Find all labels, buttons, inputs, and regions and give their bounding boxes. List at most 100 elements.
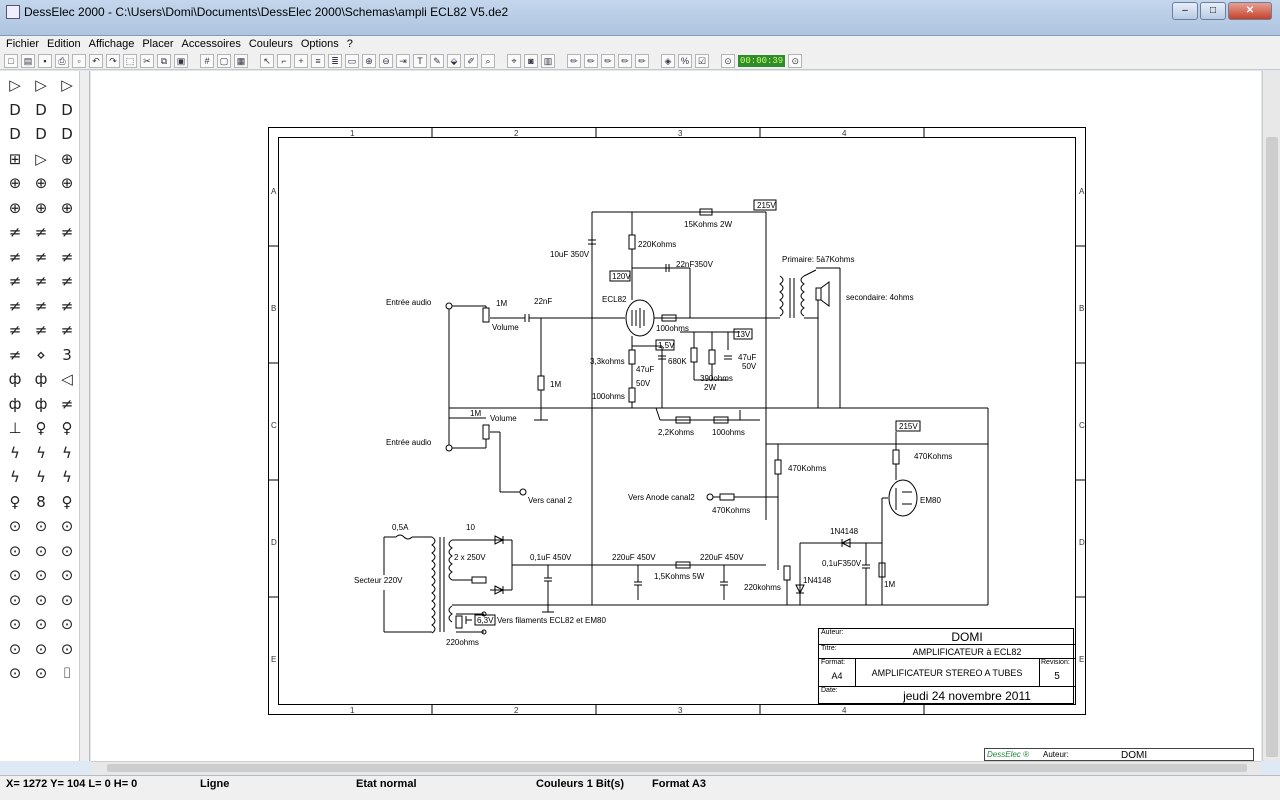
palette-symbol-icon[interactable]: ϟ [62,443,72,462]
palette-symbol-icon[interactable]: ⊙ [8,615,22,633]
palette-symbol-icon[interactable]: ♀ [61,492,73,511]
palette-symbol-icon[interactable]: ⊙ [8,664,22,682]
palette-symbol-icon[interactable]: ф [34,370,48,388]
rect-tool-icon[interactable]: ▭ [345,53,359,68]
palette-symbol-icon[interactable]: ≠ [8,296,22,315]
palette-symbol-icon[interactable]: ϟ [36,443,46,462]
palette-symbol-icon[interactable]: ф [8,394,22,413]
menu-accessoires[interactable]: Accessoires [181,38,241,50]
palette-symbol-icon[interactable]: ф [34,394,48,413]
horizontal-scroll-thumb[interactable] [107,764,1247,772]
palette-symbol-icon[interactable]: ▷ [35,149,47,168]
text-tool-icon[interactable]: T [413,53,427,68]
palette-symbol-icon[interactable]: ≠ [60,223,74,241]
palette-symbol-icon[interactable]: ≠ [8,247,22,266]
palette-symbol-icon[interactable]: ⋄ [36,345,46,364]
palette-symbol-icon[interactable]: ≠ [60,272,74,290]
vertical-scroll-thumb[interactable] [1266,137,1278,757]
palette-symbol-icon[interactable]: ⊥ [8,419,22,437]
palette-symbol-icon[interactable]: ⊙ [8,590,22,609]
palette-symbol-icon[interactable]: ϟ [62,468,72,486]
palette-symbol-icon[interactable]: ♀ [35,419,47,437]
palette-symbol-icon[interactable]: D [35,100,47,119]
pointer-icon[interactable]: ↖ [260,53,274,68]
maximize-button[interactable]: □ [1200,2,1226,20]
palette-symbol-icon[interactable]: ⊙ [34,590,48,609]
palette-symbol-icon[interactable]: ▷ [9,76,21,94]
palette-symbol-icon[interactable]: ⊙ [60,639,74,658]
palette-symbol-icon[interactable]: ⊙ [60,517,74,535]
palette-symbol-icon[interactable]: ◁ [61,370,73,388]
palette-symbol-icon[interactable]: ⊕ [60,149,74,168]
palette-symbol-icon[interactable]: ≠ [8,321,22,339]
minimize-button[interactable]: – [1172,2,1198,20]
palette-symbol-icon[interactable]: ⊕ [34,198,48,217]
palette-symbol-icon[interactable]: ≠ [8,345,22,364]
timer-stop-icon[interactable]: ⊙ [788,53,803,68]
palette-symbol-icon[interactable]: ⊙ [60,615,74,633]
palette-symbol-icon[interactable]: ≠ [60,394,74,413]
new-file-icon[interactable]: □ [4,53,18,68]
horizontal-scrollbar[interactable] [91,761,1261,774]
palette-symbol-icon[interactable]: ⊕ [8,174,22,192]
pencil-5-icon[interactable]: ✏ [635,53,649,68]
palette-symbol-icon[interactable]: ⊙ [34,615,48,633]
menu-fichier[interactable]: Fichier [6,38,40,50]
preview-icon[interactable]: ▫ [72,53,86,68]
line-tool-icon[interactable]: ⌐ [277,53,291,68]
palette-symbol-icon[interactable]: ♀ [61,419,73,437]
net-icon[interactable]: ◈ [661,53,675,68]
palette-symbol-icon[interactable]: ⊙ [8,541,22,560]
search-icon[interactable]: ⌕ [481,53,495,68]
palette-symbol-icon[interactable]: D [9,100,21,119]
palette-symbol-icon[interactable]: ≠ [34,296,48,315]
zoom-select-icon[interactable]: ⌖ [507,53,521,68]
zoom-in-icon[interactable]: ⊕ [362,53,376,68]
brush-icon[interactable]: ✎ [430,53,444,68]
pencil-3-icon[interactable]: ✏ [601,53,615,68]
palette-symbol-icon[interactable]: 8 [36,492,46,511]
palette-symbol-icon[interactable]: ≠ [60,296,74,315]
paste-icon[interactable]: ▣ [174,53,188,68]
palette-symbol-icon[interactable]: ⊙ [60,590,74,609]
menu-couleurs[interactable]: Couleurs [248,38,293,50]
palette-symbol-icon[interactable]: ≠ [8,223,22,241]
palette-scrollbar[interactable] [79,71,89,761]
copy-icon[interactable]: ⧉ [157,53,171,68]
palette-symbol-icon[interactable]: ≠ [34,247,48,266]
palette-symbol-icon[interactable]: D [9,125,21,143]
menu-help[interactable]: ? [346,38,353,50]
palette-symbol-icon[interactable]: ▷ [61,76,73,94]
palette-symbol-icon[interactable]: ⊙ [60,541,74,560]
palette-symbol-icon[interactable]: ≠ [60,247,74,266]
measure-icon[interactable]: ⇥ [396,53,410,68]
palette-symbol-icon[interactable]: ⊙ [34,566,48,584]
pen-tool-icon[interactable]: ✐ [464,53,478,68]
bus-tool-icon[interactable]: ≡ [311,53,325,68]
palette-symbol-icon[interactable]: ≠ [34,272,48,290]
palette-symbol-icon[interactable]: ≠ [8,272,22,290]
palette-symbol-icon[interactable]: ⊙ [8,639,22,658]
redo-icon[interactable]: ↷ [106,53,120,68]
palette-symbol-icon[interactable]: ≠ [60,321,74,339]
zoom-full-icon[interactable]: ▦ [234,53,248,68]
book-icon[interactable]: ▥ [541,53,555,68]
select-rect-icon[interactable]: ⬚ [123,53,137,68]
palette-symbol-icon[interactable]: ф [8,370,22,388]
undo-icon[interactable]: ↶ [89,53,103,68]
grid-icon[interactable]: # [200,53,214,68]
palette-symbol-icon[interactable]: ⊙ [34,639,48,658]
palette-symbol-icon[interactable]: ≠ [34,321,48,339]
palette-symbol-icon[interactable]: ⊕ [60,174,74,192]
palette-symbol-icon[interactable]: ≠ [34,223,48,241]
check-icon[interactable]: ☑ [695,53,709,68]
pencil-2-icon[interactable]: ✏ [584,53,598,68]
palette-symbol-icon[interactable]: ⊙ [34,517,48,535]
zoom-out-icon[interactable]: ⊖ [379,53,393,68]
menu-affichage[interactable]: Affichage [88,38,135,50]
save-icon[interactable]: ▪ [38,53,52,68]
cut-icon[interactable]: ✂ [140,53,154,68]
close-button[interactable]: ✕ [1228,2,1272,20]
fill-icon[interactable]: ⬙ [447,53,461,68]
menu-placer[interactable]: Placer [142,38,174,50]
